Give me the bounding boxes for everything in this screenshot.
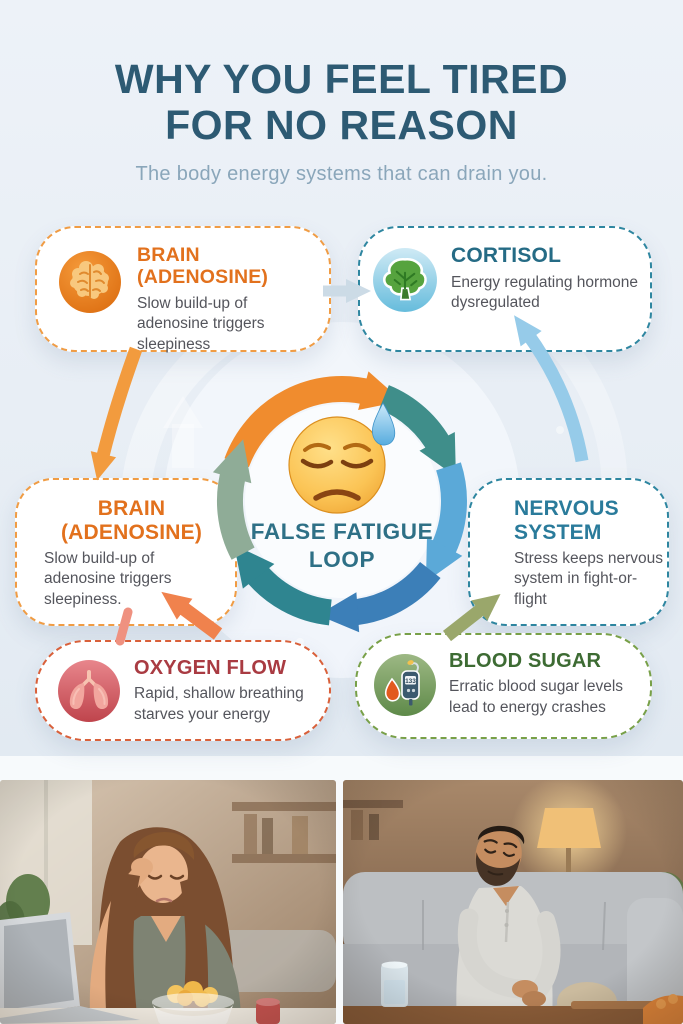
card-body-oxygen: Rapid, shallow breathing starves your en… (134, 685, 304, 723)
page-subtitle: The body energy systems that can drain y… (135, 162, 548, 185)
loop-segment-dark-teal (378, 385, 456, 477)
header: WHY YOU FEEL TIRED FOR NO REASON The bod… (0, 56, 683, 186)
card-text: OXYGEN FLOW Rapid, shallow breathing sta… (134, 655, 323, 725)
card-cortisol: CORTISOL Energy regulating hormone dysre… (358, 226, 652, 352)
arrow-brain-top-to-brain-left (90, 346, 143, 481)
card-blood-sugar: 133 BLOOD SUGAR Erratic blood sugar leve… (355, 633, 652, 739)
glucometer-reading: 133 (405, 678, 416, 685)
loop-segment-blue (317, 561, 441, 633)
card-title-oxygen: OXYGEN FLOW (134, 657, 287, 679)
loop-segment-teal (233, 544, 333, 626)
brain-icon (58, 250, 122, 314)
tired-face-emoji (288, 402, 396, 514)
card-title-brain-left: BRAIN (ADENOSINE) (60, 497, 203, 544)
card-title-cortisol: CORTISOL (451, 244, 562, 267)
loop-label-line1: FALSE FATIGUE (250, 519, 434, 544)
loop-label: FALSE FATIGUE LOOP (232, 518, 452, 574)
card-text: CORTISOL Energy regulating hormone dysre… (451, 241, 642, 313)
loop-segment-orange (224, 371, 402, 468)
page-title-line1: WHY YOU FEEL TIRED (114, 56, 569, 102)
sweat-drop-icon (372, 402, 396, 446)
page-title-line2: FOR NO REASON (165, 102, 518, 149)
card-brain-adenosine-left: BRAIN (ADENOSINE) Slow build-up of adeno… (15, 478, 237, 626)
page-title: WHY YOU FEEL TIRED FOR NO REASON (0, 56, 683, 149)
card-body-brain-left: Slow build-up of adenosine triggers slee… (44, 550, 172, 608)
card-text: BRAIN (ADENOSINE) Slow build-up of adeno… (137, 244, 309, 355)
lungs-icon (57, 659, 121, 723)
card-brain-adenosine-top: BRAIN (ADENOSINE) Slow build-up of adeno… (35, 226, 331, 355)
card-body-cortisol: Energy regulating hormone dysregulated (451, 273, 638, 311)
card-text: BLOOD SUGAR Erratic blood sugar levels l… (449, 648, 644, 718)
card-title-brain-top: BRAIN (ADENOSINE) (137, 244, 269, 288)
loop-label-line2: LOOP (308, 547, 376, 573)
false-fatigue-loop-ring (212, 371, 467, 633)
card-body-brain-top: Slow build-up of adenosine triggers slee… (137, 294, 265, 353)
card-oxygen-flow: OXYGEN FLOW Rapid, shallow breathing sta… (35, 640, 331, 741)
photo-tired-woman-at-laptop (0, 780, 336, 1024)
glucometer-icon: 133 (373, 653, 437, 717)
card-title-nervous: NERVOUS SYSTEM (514, 497, 619, 544)
card-title-blood-sugar: BLOOD SUGAR (449, 650, 602, 672)
photo-strip (0, 756, 683, 1024)
card-body-blood-sugar: Erratic blood sugar levels lead to energ… (449, 678, 624, 716)
cortisol-brain-tree-icon (372, 247, 438, 313)
card-nervous-system: NERVOUS SYSTEM Stress keeps nervous syst… (468, 478, 669, 626)
arrow-nervous-to-cortisol (514, 315, 589, 463)
card-body-nervous: Stress keeps nervous system in fight-or-… (514, 550, 664, 608)
photo-tired-man-on-couch (343, 780, 683, 1024)
